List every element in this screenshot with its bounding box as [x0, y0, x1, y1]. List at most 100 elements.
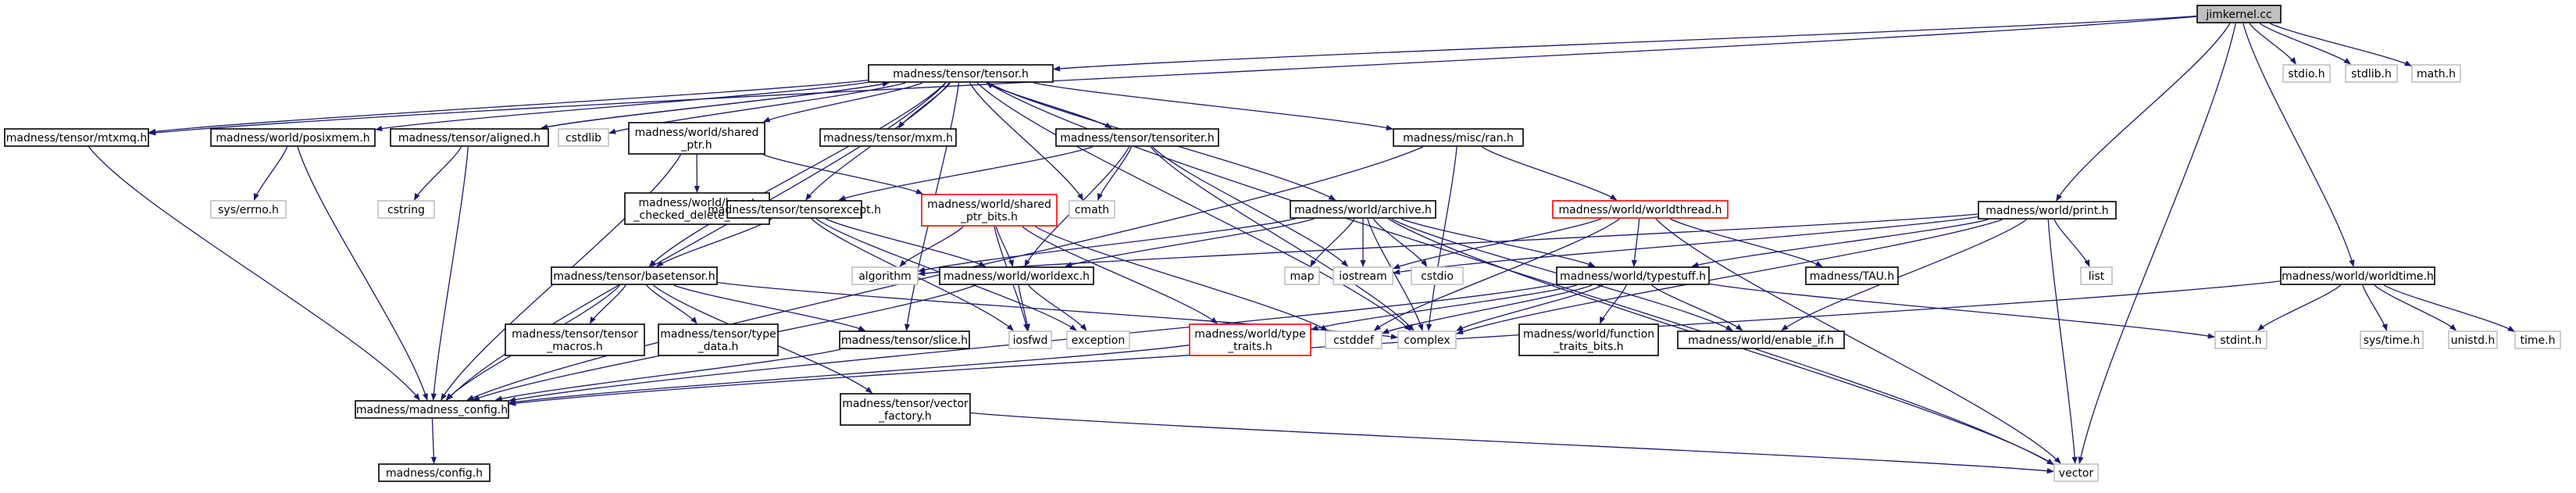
- edge-worldthread-to-vector: [1655, 218, 2061, 464]
- edge-tensor_h-to-mxm: [898, 82, 951, 129]
- node-vector_factory-label-0: madness/tensor/vector: [842, 398, 969, 410]
- node-shared_ptr-label-1: _ptr.h: [680, 139, 712, 152]
- node-tensorexcept-label-0: madness/tensor/tensorexcept.h: [708, 204, 881, 216]
- node-tau[interactable]: madness/TAU.h: [1805, 266, 1899, 285]
- node-worldthread-box: [1552, 200, 1729, 219]
- node-madness_config[interactable]: madness/madness_config.h: [355, 400, 509, 419]
- node-madness_config-box: [355, 400, 509, 419]
- node-tau-box: [1805, 266, 1899, 285]
- edge-tensoriter-to-cmath: [1097, 146, 1133, 201]
- edge-tensor_h-to-cmath: [969, 82, 1083, 201]
- node-algorithm: algorithm: [851, 266, 919, 285]
- node-type_traits[interactable]: madness/world/type_traits.h: [1189, 323, 1311, 356]
- node-basetensor[interactable]: madness/tensor/basetensor.h: [551, 266, 718, 285]
- node-config-label-0: madness/config.h: [386, 467, 483, 480]
- node-complex-box: [1397, 330, 1457, 349]
- node-cstddef: cstddef: [1325, 330, 1383, 349]
- node-worldexc[interactable]: madness/world/worldexc.h: [939, 266, 1094, 285]
- edge-worldexc-to-exception: [1028, 284, 1087, 331]
- node-print[interactable]: madness/world/print.h: [1978, 201, 2117, 220]
- node-map-box: [1284, 266, 1320, 285]
- edge-worldthread-to-iostream: [1393, 218, 1602, 270]
- node-vector-label-0: vector: [2059, 467, 2094, 480]
- node-errno-box: [210, 200, 287, 219]
- edge-print-to-enable_if: [1781, 219, 2027, 331]
- node-posixmem[interactable]: madness/world/posixmem.h: [210, 128, 376, 147]
- node-exception: exception: [1066, 330, 1130, 349]
- node-unistd: unistd.h: [2448, 330, 2498, 349]
- node-shared_ptr[interactable]: madness/world/shared_ptr.h: [628, 122, 765, 155]
- node-time_h: time.h: [2514, 330, 2561, 349]
- edge-tensor_h-to-posixmem: [375, 81, 869, 132]
- node-print-label-0: madness/world/print.h: [1986, 205, 2108, 217]
- node-time_h-box: [2514, 330, 2561, 349]
- node-type_data[interactable]: madness/tensor/type_data.h: [658, 323, 779, 356]
- node-ran[interactable]: madness/misc/ran.h: [1393, 128, 1524, 147]
- node-type_data-label-1: _data.h: [698, 341, 739, 353]
- node-exception-box: [1066, 330, 1130, 349]
- edge-jimkernel-to-worldtime: [2242, 23, 2355, 267]
- node-iosfwd-label-0: iosfwd: [1013, 334, 1048, 347]
- node-mxm-box: [819, 128, 957, 147]
- node-tensorexcept[interactable]: madness/tensor/tensorexcept.h: [708, 200, 881, 219]
- node-worldtime[interactable]: madness/world/worldtime.h: [2280, 266, 2435, 285]
- node-vector_factory[interactable]: madness/tensor/vector_factory.h: [840, 393, 971, 426]
- node-tensoriter[interactable]: madness/tensor/tensoriter.h: [1055, 128, 1219, 147]
- node-iostream-label-0: iostream: [1339, 270, 1387, 283]
- node-cstdlib-box: [558, 128, 609, 147]
- node-time_h-label-0: time.h: [2521, 334, 2556, 347]
- edge-tensoriter-to-complex: [1150, 146, 1415, 331]
- edge-slice-to-madness_config: [494, 348, 841, 402]
- node-slice-box: [839, 330, 970, 349]
- node-typestuff[interactable]: madness/world/typestuff.h: [1556, 266, 1710, 285]
- node-map-label-0: map: [1290, 270, 1314, 283]
- node-cstdio-label-0: cstdio: [1421, 270, 1454, 283]
- node-worldthread[interactable]: madness/world/worldthread.h: [1552, 200, 1729, 219]
- node-mxm[interactable]: madness/tensor/mxm.h: [819, 128, 957, 147]
- node-shared_ptr_bits[interactable]: madness/world/shared_ptr_bits.h: [921, 194, 1058, 227]
- edge-print-to-vector: [2047, 219, 2078, 464]
- node-shared_ptr-label-0: madness/world/shared: [635, 127, 759, 139]
- node-config-box: [378, 463, 491, 482]
- edge-basetensor-to-tensor_macros: [589, 284, 626, 324]
- edge-jimkernel-to-tensor_h: [1053, 15, 2197, 72]
- node-math_h-box: [2411, 64, 2461, 83]
- node-tensor_macros-label-0: madness/tensor/tensor: [512, 328, 638, 341]
- node-tensor_macros[interactable]: madness/tensor/tensor_macros.h: [505, 323, 645, 356]
- node-worldexc-box: [939, 266, 1094, 285]
- node-aligned[interactable]: madness/tensor/aligned.h: [390, 128, 549, 147]
- edge-tensoriter-to-tensorexcept: [838, 146, 1093, 201]
- node-tensor_h[interactable]: madness/tensor/tensor.h: [868, 64, 1054, 83]
- node-unistd-box: [2448, 330, 2498, 349]
- node-function_traits[interactable]: madness/world/function_traits_bits.h: [1518, 323, 1659, 356]
- edge-archive-to-cstdio: [1372, 218, 1428, 267]
- node-shared_ptr_bits-label-0: madness/world/shared: [927, 198, 1051, 211]
- edge-aligned-to-cstring: [414, 146, 462, 201]
- node-cstdio-box: [1411, 266, 1464, 285]
- node-mtxmq[interactable]: madness/tensor/mtxmq.h: [4, 128, 149, 147]
- node-stdint: stdint.h: [2214, 330, 2267, 349]
- node-cstring: cstring: [377, 200, 435, 219]
- node-archive-label-0: madness/world/archive.h: [1294, 204, 1432, 216]
- edge-ran-to-worldthread: [1482, 146, 1618, 201]
- node-config[interactable]: madness/config.h: [378, 463, 491, 482]
- edge-tensorexcept-to-basetensor: [656, 218, 772, 267]
- edge-tensor_h-to-ran: [1033, 82, 1393, 131]
- node-tensor_h-label-0: madness/tensor/tensor.h: [893, 68, 1029, 80]
- node-cmath-label-0: cmath: [1075, 204, 1109, 216]
- node-type_traits-label-0: madness/world/type: [1194, 328, 1305, 341]
- node-cmath: cmath: [1069, 200, 1115, 219]
- edge-basetensor-to-type_data: [646, 284, 698, 324]
- edge-print-to-list: [2053, 219, 2090, 267]
- node-slice[interactable]: madness/tensor/slice.h: [839, 330, 970, 349]
- node-jimkernel[interactable]: jimkernel.cc: [2196, 5, 2282, 23]
- node-type_traits-box: [1189, 323, 1311, 356]
- edge-tensoriter-to-iostream: [1152, 146, 1349, 267]
- node-stdlib_h-box: [2345, 64, 2398, 83]
- node-stdlib_h: stdlib.h: [2345, 64, 2398, 83]
- node-enable_if[interactable]: madness/world/enable_if.h: [1677, 330, 1845, 349]
- node-archive[interactable]: madness/world/archive.h: [1290, 200, 1436, 219]
- node-unistd-label-0: unistd.h: [2451, 334, 2496, 347]
- node-tensoriter-box: [1055, 128, 1219, 147]
- edge-type_traits-to-madness_config: [508, 345, 1190, 405]
